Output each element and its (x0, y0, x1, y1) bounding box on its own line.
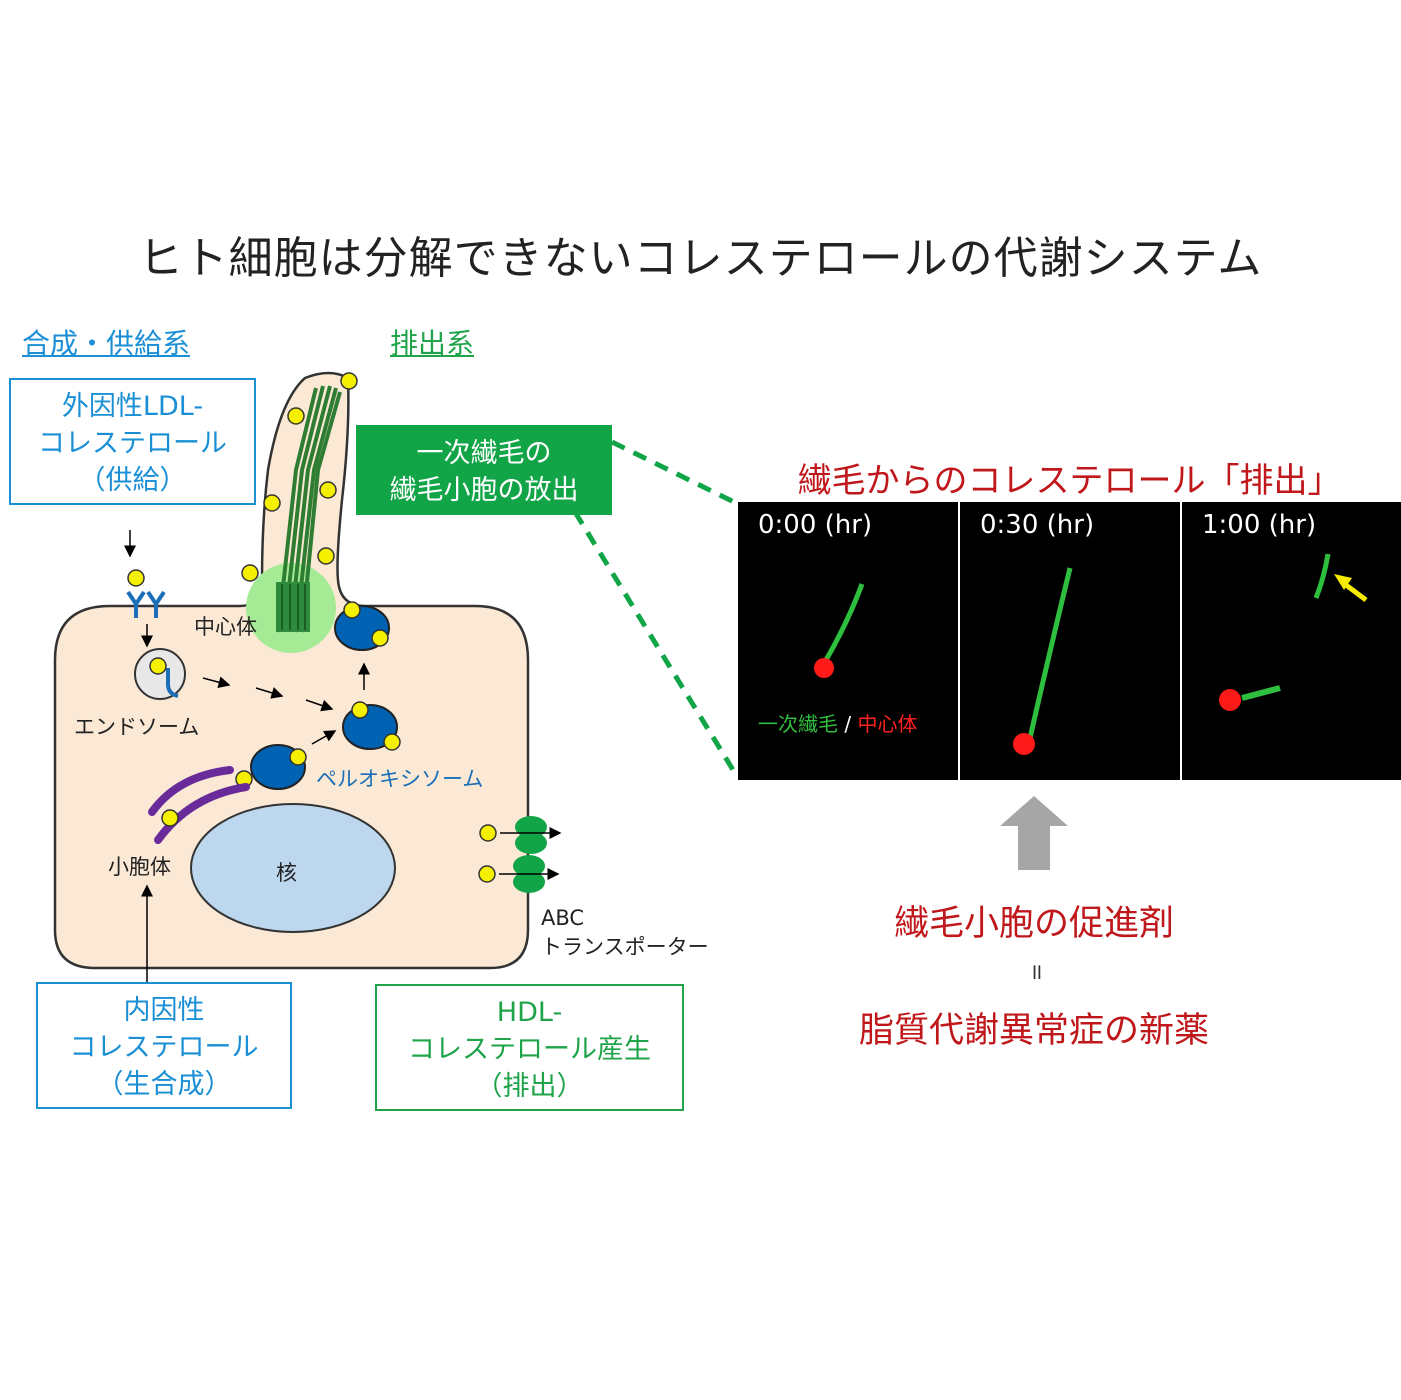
cilia-release-box: 一次繊毛の 繊毛小胞の放出 (356, 425, 612, 515)
ldl-receptor-icon (126, 590, 166, 618)
er-label: 小胞体 (108, 855, 171, 879)
micrograph-legend: 一次繊毛 / 中心体 (758, 708, 917, 737)
new-drug-text: 脂質代謝異常症の新薬 (858, 1011, 1209, 1051)
micrograph-panel-0: 0:00 (hr) 一次繊毛 / 中心体 (738, 502, 958, 780)
micrograph-panel-1: 0:30 (hr) (960, 502, 1180, 780)
legend-separator: / (838, 712, 858, 736)
abc-label-line2: トランスポーター (541, 935, 709, 959)
supply-section-link[interactable]: 合成・供給系 (22, 327, 191, 360)
panel-time-1: 0:30 (hr) (980, 510, 1095, 540)
excretion-section-link[interactable]: 排出系 (390, 327, 475, 360)
abc-label-line1: ABC (541, 906, 585, 930)
up-arrow-icon (1000, 796, 1068, 870)
hdl-line2: コレステロール産生 (408, 1034, 651, 1065)
hdl-line3: （排出） (475, 1071, 584, 1102)
endogenous-line3: （生合成） (96, 1069, 232, 1100)
exogenous-line2: コレステロール (38, 428, 227, 459)
endogenous-box: 内因性 コレステロール （生合成） (36, 982, 292, 1109)
panel-time-2: 1:00 (hr) (1202, 510, 1317, 540)
abc-transporters (478, 816, 562, 893)
axoneme (276, 385, 342, 633)
peroxisomes (235, 601, 401, 790)
endogenous-line1: 内因性 (123, 995, 205, 1026)
hdl-box: HDL- コレステロール産生 （排出） (375, 984, 684, 1111)
nucleus-shape (190, 803, 396, 933)
legend-cilium: 一次繊毛 (758, 712, 838, 736)
exogenous-line3: （供給） (78, 465, 187, 496)
panel-time-0: 0:00 (hr) (758, 510, 873, 540)
hdl-line1: HDL- (496, 997, 563, 1028)
zoom-dashed-lines (572, 439, 741, 780)
main-title: ヒト細胞は分解できないコレステロールの代謝システム (138, 233, 1263, 284)
cilium-vesicles (241, 372, 358, 582)
peroxisome-label: ペルオキシソーム (316, 767, 484, 791)
endogenous-line2: コレステロール (69, 1032, 259, 1063)
micrograph-heading: 繊毛からのコレステロール「排出」 (797, 461, 1342, 501)
endosome-label: エンドソーム (74, 715, 200, 739)
yellow-arrow-icon (1334, 574, 1368, 602)
exogenous-ldl-box: 外因性LDL- コレステロール （供給） (9, 378, 256, 505)
legend-centrosome: 中心体 (857, 712, 918, 736)
equals-sign: ॥ (1029, 960, 1043, 985)
promoter-text: 繊毛小胞の促進剤 (893, 904, 1174, 944)
nucleus-label: 核 (276, 861, 297, 885)
exogenous-line1: 外因性LDL- (61, 391, 204, 422)
centrosome-label: 中心体 (194, 615, 257, 639)
micrograph-panel-2: 1:00 (hr) (1182, 502, 1401, 780)
cilia-release-line1: 一次繊毛の (416, 438, 552, 469)
er-shape (148, 766, 250, 844)
cilia-release-line2: 繊毛小胞の放出 (389, 475, 579, 506)
